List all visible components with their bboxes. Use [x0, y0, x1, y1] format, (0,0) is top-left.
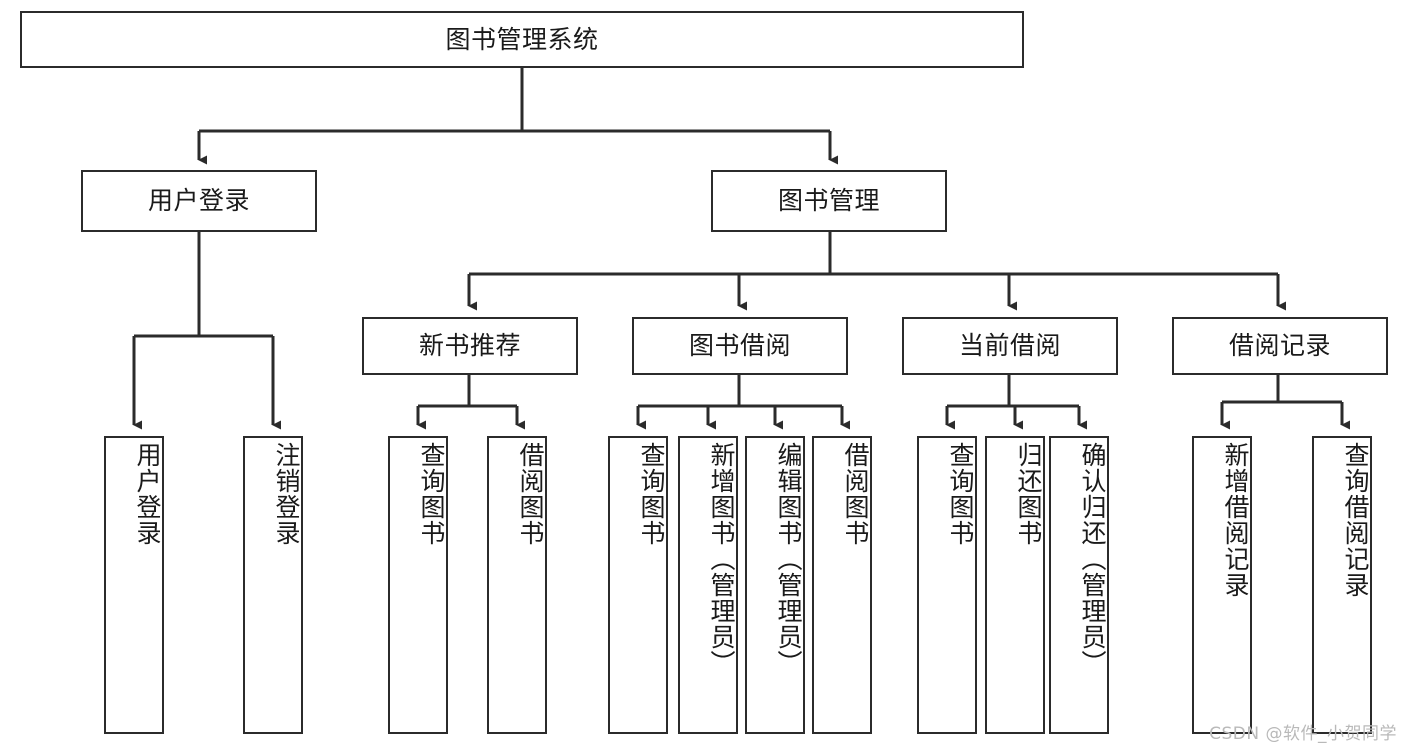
leaf-add-borrow-record[interactable]: 新增借阅记录: [1192, 436, 1252, 734]
leaf-add-book-admin[interactable]: 新增图书（管理员）: [678, 436, 738, 734]
node-current-borrow[interactable]: 当前借阅: [902, 317, 1118, 375]
node-root-label: 图书管理系统: [445, 24, 599, 54]
leaf-borrow-book[interactable]: 借阅图书: [812, 436, 872, 734]
node-borrow-records[interactable]: 借阅记录: [1172, 317, 1388, 375]
node-book-management[interactable]: 图书管理: [711, 170, 947, 232]
leaf-return-book[interactable]: 归还图书: [985, 436, 1045, 734]
node-book-management-label: 图书管理: [777, 186, 880, 216]
leaf-query-borrow-record-label: 查询借阅记录: [1341, 442, 1370, 598]
leaf-logout[interactable]: 注销登录: [243, 436, 303, 734]
node-root[interactable]: 图书管理系统: [20, 11, 1024, 68]
leaf-return-book-label: 归还图书: [1014, 442, 1043, 546]
leaf-edit-book-admin-label: 编辑图书（管理员）: [774, 442, 803, 676]
leaf-add-book-admin-label: 新增图书（管理员）: [707, 442, 736, 676]
leaf-query-books-current-label: 查询图书: [946, 442, 975, 546]
leaf-query-borrow-record[interactable]: 查询借阅记录: [1312, 436, 1372, 734]
leaf-add-borrow-record-label: 新增借阅记录: [1221, 442, 1250, 598]
leaf-edit-book-admin[interactable]: 编辑图书（管理员）: [745, 436, 805, 734]
node-book-borrow-label: 图书借阅: [688, 331, 791, 361]
leaf-user-login[interactable]: 用户登录: [104, 436, 164, 734]
leaf-query-books-borrow-label: 查询图书: [637, 442, 666, 546]
leaf-borrow-books-recommend-label: 借阅图书: [516, 442, 545, 546]
leaf-query-books-recommend-label: 查询图书: [417, 442, 446, 546]
node-user-login-label: 用户登录: [147, 186, 250, 216]
leaf-borrow-books-recommend[interactable]: 借阅图书: [487, 436, 547, 734]
node-book-borrow[interactable]: 图书借阅: [632, 317, 848, 375]
leaf-logout-label: 注销登录: [272, 442, 301, 546]
node-new-book-recommend[interactable]: 新书推荐: [362, 317, 578, 375]
node-user-login[interactable]: 用户登录: [81, 170, 317, 232]
leaf-confirm-return-admin[interactable]: 确认归还（管理员）: [1049, 436, 1109, 734]
node-new-book-recommend-label: 新书推荐: [418, 331, 521, 361]
leaf-borrow-book-label: 借阅图书: [841, 442, 870, 546]
leaf-query-books-current[interactable]: 查询图书: [917, 436, 977, 734]
leaf-user-login-label: 用户登录: [133, 442, 162, 546]
leaf-query-books-recommend[interactable]: 查询图书: [388, 436, 448, 734]
watermark-text: CSDN @软件_小贺同学: [1209, 724, 1397, 744]
node-borrow-records-label: 借阅记录: [1228, 331, 1331, 361]
leaf-query-books-borrow[interactable]: 查询图书: [608, 436, 668, 734]
leaf-confirm-return-admin-label: 确认归还（管理员）: [1078, 442, 1107, 676]
node-current-borrow-label: 当前借阅: [958, 331, 1061, 361]
